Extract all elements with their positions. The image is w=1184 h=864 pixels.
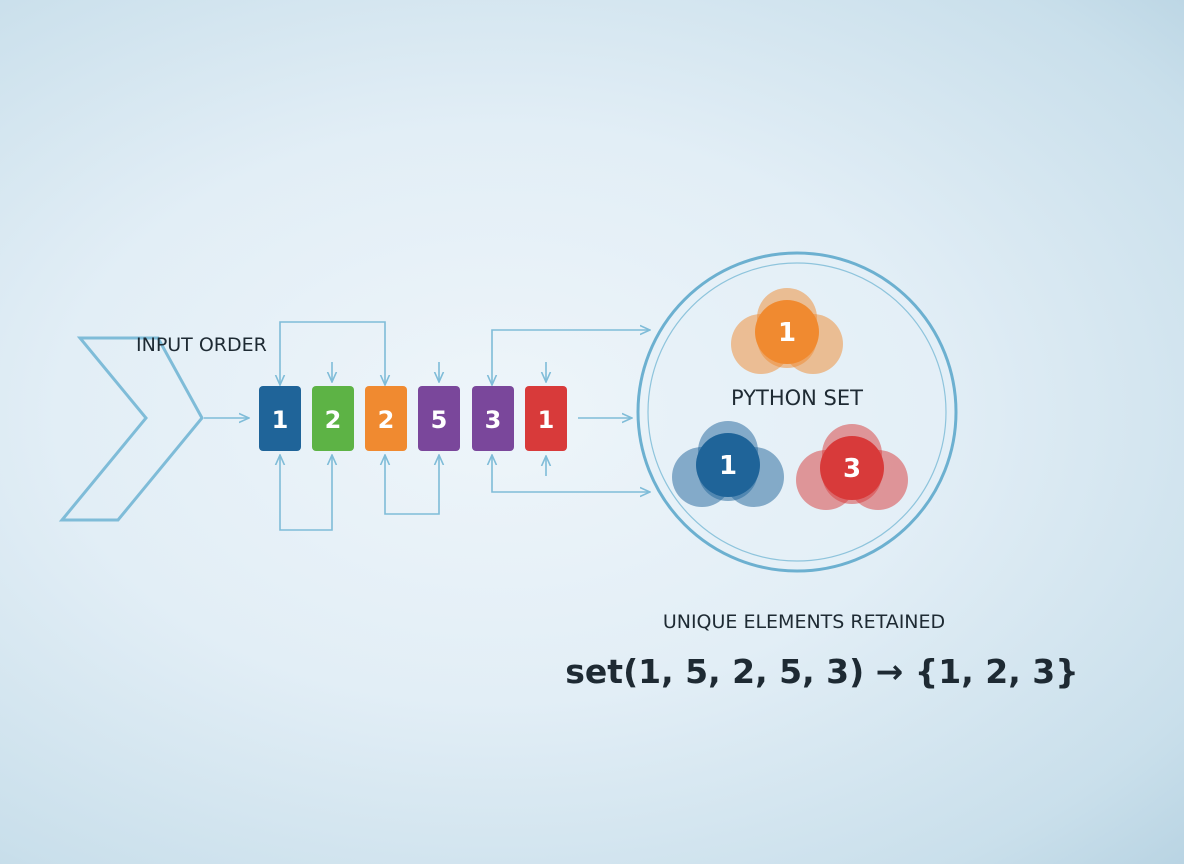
input-item-value: 1 <box>538 406 555 434</box>
set-item-3: 3 <box>796 424 908 510</box>
input-item-value: 2 <box>378 406 395 434</box>
input-item-value: 2 <box>325 406 342 434</box>
set-item-value: 3 <box>843 454 861 484</box>
set-item-1: 1 <box>731 288 843 374</box>
input-item-2: 2 <box>312 386 354 451</box>
input-item-box <box>365 386 407 451</box>
python-set-label: PYTHON SET <box>731 386 863 410</box>
input-item-box <box>312 386 354 451</box>
set-item-core <box>755 300 819 364</box>
set-item-value: 1 <box>719 451 737 481</box>
set-item-core <box>696 433 760 497</box>
input-item-4: 5 <box>418 386 460 451</box>
input-items: 1 2 2 5 3 1 <box>259 386 567 451</box>
input-item-3: 2 <box>365 386 407 451</box>
input-item-5: 3 <box>472 386 514 451</box>
input-connectors <box>280 321 650 531</box>
input-item-box <box>418 386 460 451</box>
input-item-box <box>525 386 567 451</box>
set-circle-inner <box>647 262 947 562</box>
input-chevron-shape <box>58 336 204 522</box>
set-items: 1 1 3 <box>672 288 908 510</box>
input-item-value: 5 <box>431 406 448 434</box>
set-item-core <box>820 436 884 500</box>
input-item-1: 1 <box>259 386 301 451</box>
input-item-value: 1 <box>272 406 289 434</box>
set-item-2: 1 <box>672 421 784 507</box>
input-item-6: 1 <box>525 386 567 451</box>
input-item-box <box>259 386 301 451</box>
input-item-box <box>472 386 514 451</box>
set-item-value: 1 <box>778 318 796 348</box>
input-item-value: 3 <box>485 406 502 434</box>
formula-text: set(1, 5, 2, 5, 3) → {1, 2, 3} <box>565 652 1078 691</box>
unique-elements-label: UNIQUE ELEMENTS RETAINED <box>663 611 945 633</box>
input-order-label: INPUT ORDER <box>136 334 267 356</box>
